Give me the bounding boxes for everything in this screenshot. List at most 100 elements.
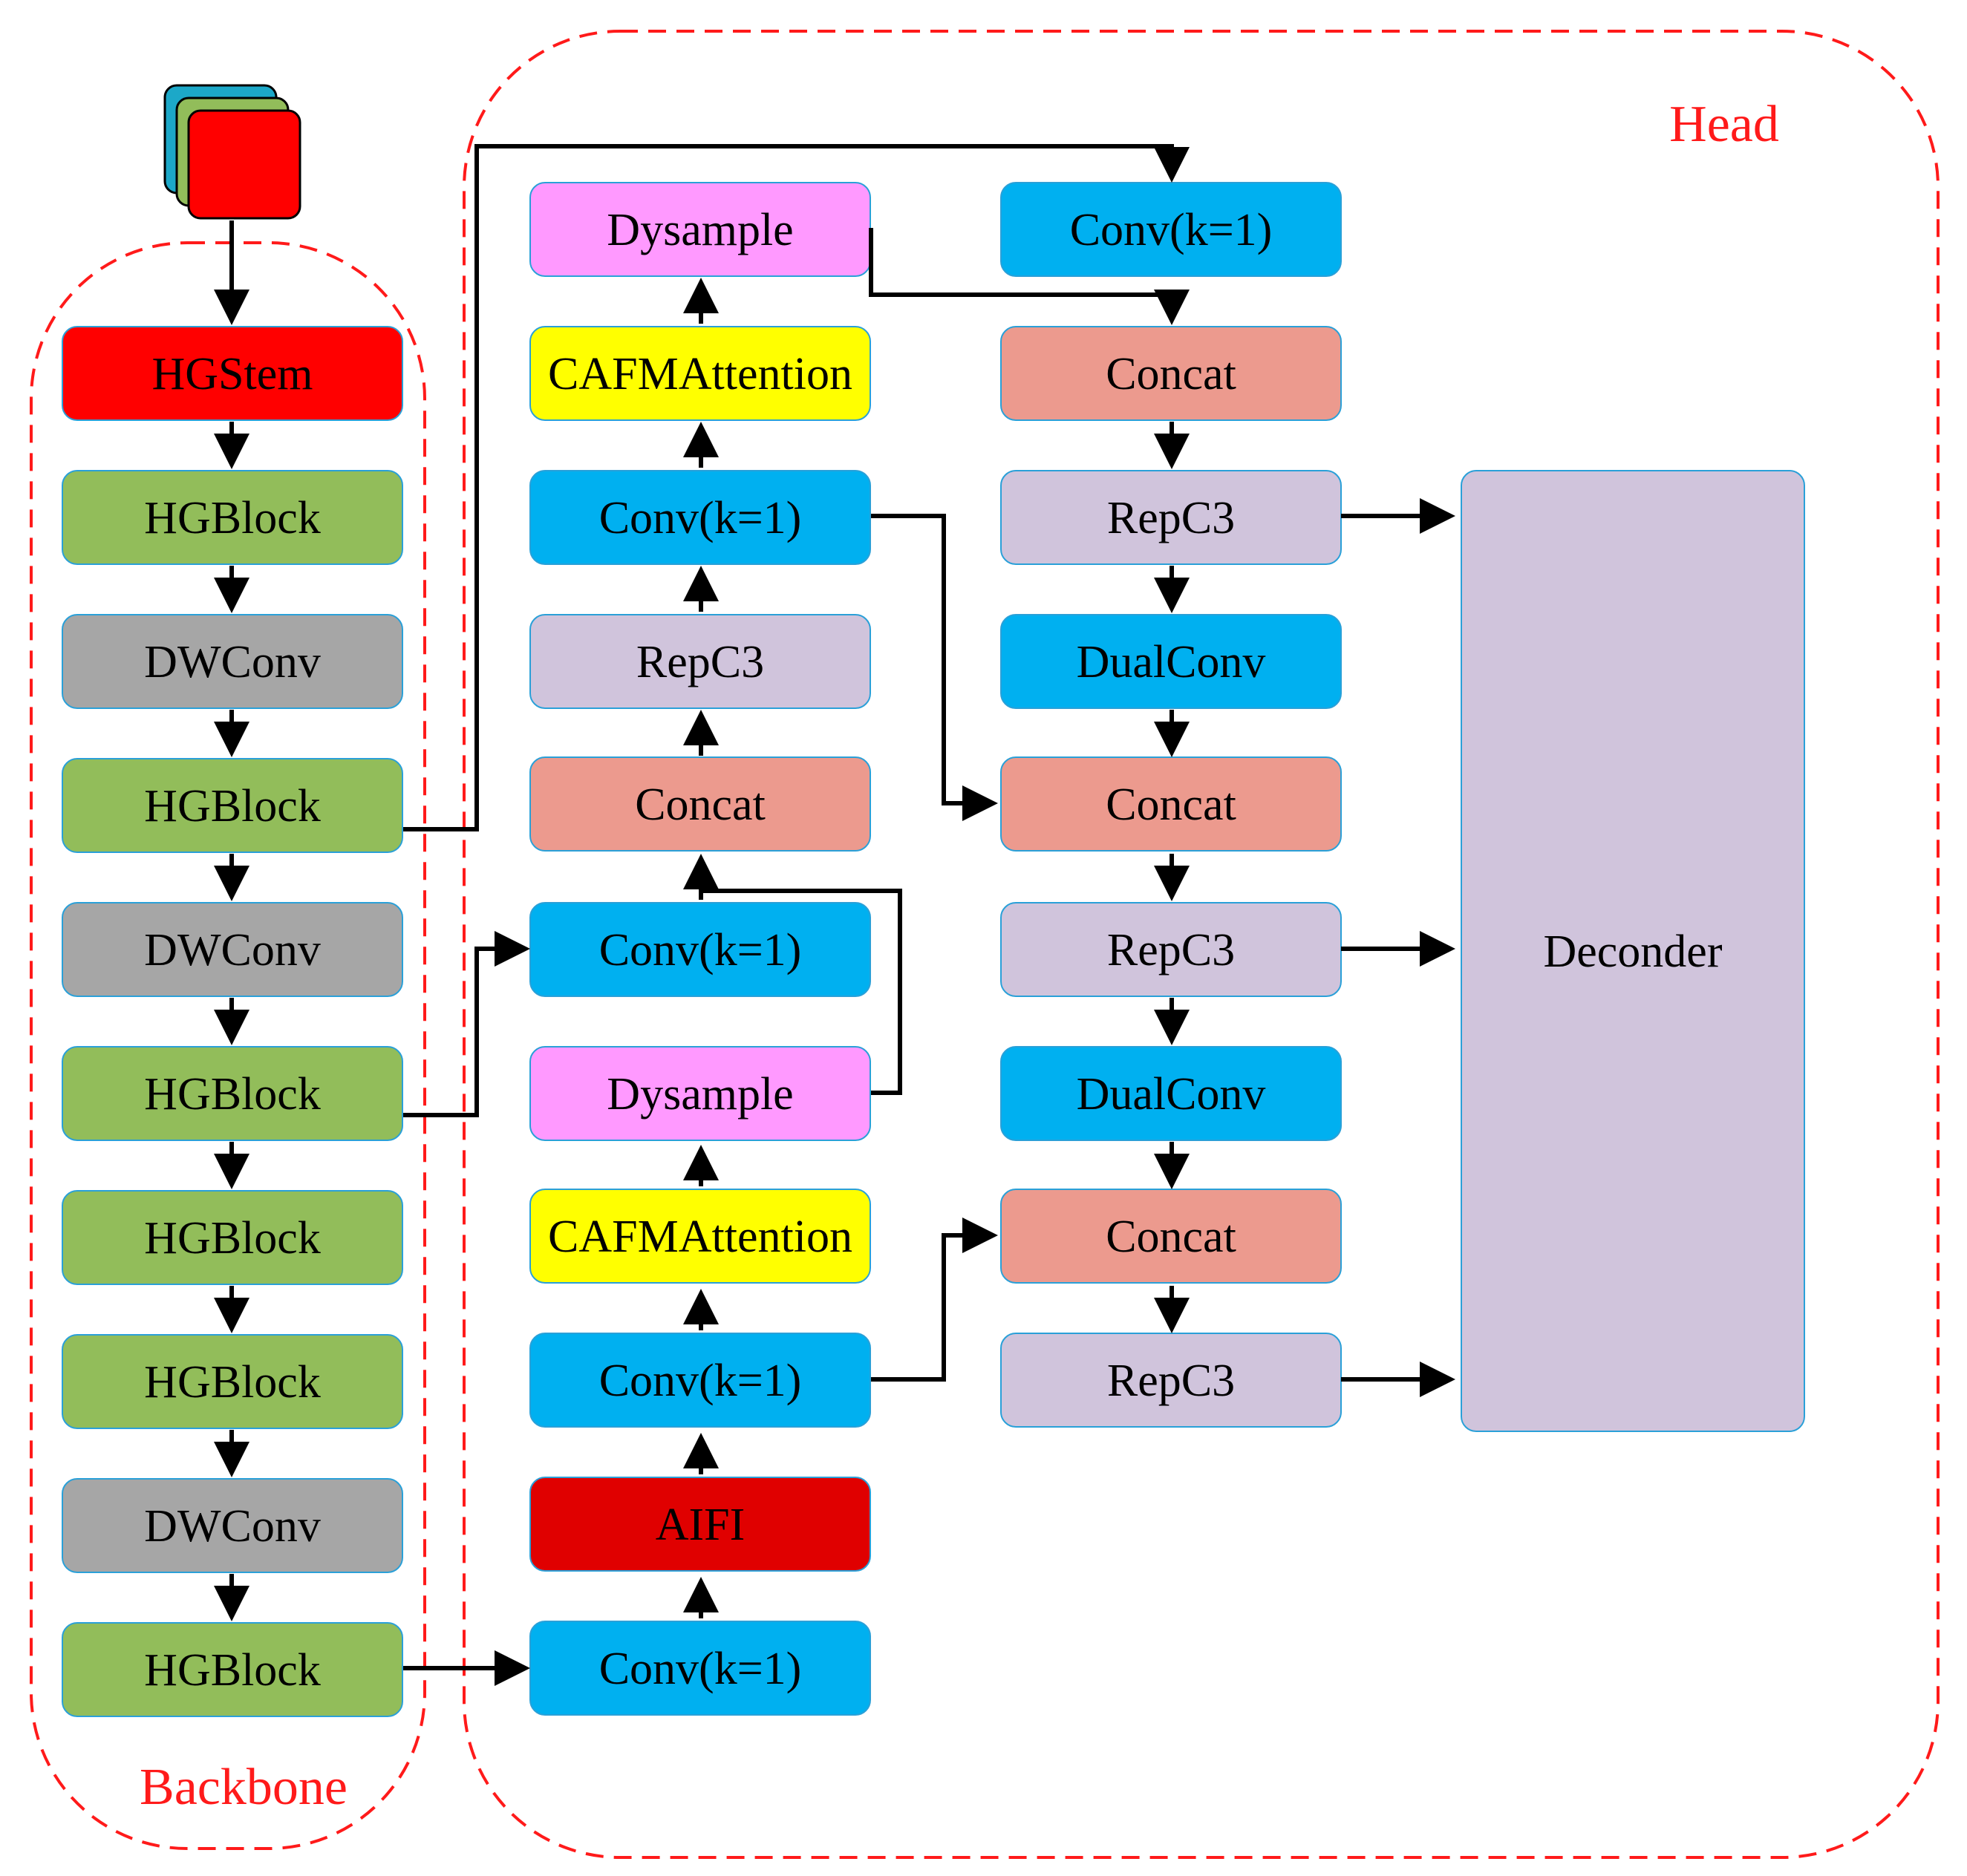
blocks-layer: HGStemHGBlockDWConvHGBlockDWConvHGBlockH… (62, 182, 1805, 1717)
neck-left-block-dysample-1: Dysample (529, 182, 871, 277)
head-label: Head (1669, 96, 1779, 153)
backbone-block-hgblock-4: HGBlock (62, 758, 403, 853)
backbone-block-hgblock-6: HGBlock (62, 1046, 403, 1141)
neck-right-block-dualconv-4-box (1000, 614, 1342, 709)
neck-right-block-repc3-6: RepC3 (1000, 902, 1342, 997)
neck-left-block-conv-k-1-11: Conv(k=1) (529, 1621, 871, 1716)
neck-left-block-repc3-4-label: RepC3 (636, 637, 764, 687)
arrow-conv-to-concat-mid (871, 514, 998, 821)
backbone-block-dwconv-9-box (62, 1478, 403, 1573)
arrow-hgblock4-to-top-conv (403, 144, 1190, 831)
neck-left-block-conv-k-1-6: Conv(k=1) (529, 902, 871, 997)
backbone-block-hgblock-10-label: HGBlock (144, 1645, 321, 1696)
backbone-block-hgblock-6-label: HGBlock (144, 1069, 321, 1120)
neck-left-block-conv-k-1-11-label: Conv(k=1) (599, 1644, 802, 1694)
neck-right-block-repc3-3: RepC3 (1000, 470, 1342, 565)
neck-right-block-repc3-6-label: RepC3 (1107, 925, 1235, 975)
neck-right-block-dualconv-4-label: DualConv (1077, 637, 1266, 687)
neck-left-block-cafmattention-8-box (529, 1189, 871, 1284)
image-stack-icon (163, 84, 301, 220)
neck-right-block-concat-2-box (1000, 326, 1342, 421)
neck-left-block-conv-k-1-6-label: Conv(k=1) (599, 925, 802, 975)
neck-left-block-aifi-10-label: AIFI (656, 1500, 746, 1550)
backbone-block-hgblock-7-box (62, 1190, 403, 1285)
neck-left-block-aifi-10-box (529, 1477, 871, 1572)
neck-right-block-concat-5-box (1000, 756, 1342, 852)
backbone-block-dwconv-3-box (62, 614, 403, 709)
neck-left-block-concat-5-box (529, 756, 871, 852)
backbone-block-dwconv-3-label: DWConv (144, 637, 321, 687)
neck-left-block-cafmattention-8-label: CAFMAttention (548, 1212, 852, 1262)
neck-left-block-conv-k-1-9-label: Conv(k=1) (599, 1356, 802, 1406)
neck-left-block-conv-k-1-6-box (529, 902, 871, 997)
neck-left-block-cafmattention-2-box (529, 326, 871, 421)
backbone-block-hgblock-7-label: HGBlock (144, 1213, 321, 1264)
neck-left-block-repc3-4: RepC3 (529, 614, 871, 709)
neck-left-block-conv-k-1-9: Conv(k=1) (529, 1333, 871, 1428)
backbone-block-hgblock-4-label: HGBlock (144, 781, 321, 831)
input-layer-red (187, 109, 301, 220)
neck-right-block-dualconv-7-label: DualConv (1077, 1069, 1266, 1120)
neck-right-block-dualconv-7-box (1000, 1046, 1342, 1141)
backbone-block-hgblock-8-box (62, 1334, 403, 1429)
neck-left-block-cafmattention-2-label: CAFMAttention (548, 349, 852, 399)
backbone-block-hgblock-4-box (62, 758, 403, 853)
neck-right-block-dualconv-4: DualConv (1000, 614, 1342, 709)
neck-right-block-concat-5-label: Concat (1106, 780, 1236, 830)
backbone-group-border (30, 241, 426, 1850)
neck-left-block-conv-k-1-3: Conv(k=1) (529, 470, 871, 565)
neck-right-block-conv-k-1-1-box (1000, 182, 1342, 277)
neck-right-block-repc3-9: RepC3 (1000, 1333, 1342, 1428)
backbone-block-dwconv-3: DWConv (62, 614, 403, 709)
neck-left-block-repc3-4-box (529, 614, 871, 709)
neck-right-block-concat-2: Concat (1000, 326, 1342, 421)
backbone-block-hgblock-7: HGBlock (62, 1190, 403, 1285)
neck-right-block-conv-k-1-1-label: Conv(k=1) (1070, 205, 1273, 255)
backbone-block-hgblock-2: HGBlock (62, 470, 403, 565)
neck-left-block-conv-k-1-3-box (529, 470, 871, 565)
arrow-hgblock6-to-conv (403, 931, 530, 1117)
neck-left-block-conv-k-1-3-label: Conv(k=1) (599, 493, 802, 543)
neck-right-block-concat-2-label: Concat (1106, 349, 1236, 399)
neck-right-block-conv-k-1-1: Conv(k=1) (1000, 182, 1342, 277)
neck-right-block-dualconv-7: DualConv (1000, 1046, 1342, 1141)
neck-left-block-cafmattention-2: CAFMAttention (529, 326, 871, 421)
neck-right-block-concat-8-label: Concat (1106, 1212, 1236, 1262)
neck-left-block-aifi-10: AIFI (529, 1477, 871, 1572)
neck-left-block-dysample-7: Dysample (529, 1046, 871, 1141)
backbone-block-hgblock-2-box (62, 470, 403, 565)
neck-left-block-cafmattention-8: CAFMAttention (529, 1189, 871, 1284)
neck-right-block-repc3-9-label: RepC3 (1107, 1356, 1235, 1406)
backbone-block-hgblock-2-label: HGBlock (144, 493, 321, 543)
neck-left-block-concat-5: Concat (529, 756, 871, 852)
decoder-block: Deconder (1461, 470, 1805, 1432)
neck-right-block-concat-8-box (1000, 1189, 1342, 1284)
neck-left-block-dysample-1-label: Dysample (607, 205, 793, 255)
backbone-block-dwconv-9: DWConv (62, 1478, 403, 1573)
neck-left-block-conv-k-1-9-box (529, 1333, 871, 1428)
backbone-block-dwconv-9-label: DWConv (144, 1501, 321, 1552)
neck-left-block-dysample-7-box (529, 1046, 871, 1141)
backbone-block-hgblock-10: HGBlock (62, 1622, 403, 1717)
backbone-block-hgstem-1-label: HGStem (152, 349, 313, 399)
head-group-border (463, 30, 1940, 1859)
backbone-block-hgblock-8: HGBlock (62, 1334, 403, 1429)
backbone-block-hgblock-6-box (62, 1046, 403, 1141)
backbone-label: Backbone (140, 1759, 348, 1816)
backbone-block-hgblock-10-box (62, 1622, 403, 1717)
edges-layer (214, 144, 1455, 1686)
arrow-conv-to-concat-lower (871, 1218, 998, 1382)
neck-right-block-repc3-3-label: RepC3 (1107, 493, 1235, 543)
neck-left-block-conv-k-1-11-box (529, 1621, 871, 1716)
neck-right-block-concat-8: Concat (1000, 1189, 1342, 1284)
backbone-block-hgblock-8-label: HGBlock (144, 1357, 321, 1408)
arrow-dysample-to-concat-right (869, 228, 1190, 325)
backbone-block-dwconv-5-label: DWConv (144, 925, 321, 975)
arrow-dysample-to-concat (701, 889, 902, 1095)
neck-left-block-dysample-7-label: Dysample (607, 1069, 793, 1120)
backbone-block-dwconv-5-box (62, 902, 403, 997)
decoder-block-label: Deconder (1544, 926, 1723, 977)
backbone-block-hgstem-1: HGStem (62, 326, 403, 421)
neck-right-block-concat-5: Concat (1000, 756, 1342, 852)
